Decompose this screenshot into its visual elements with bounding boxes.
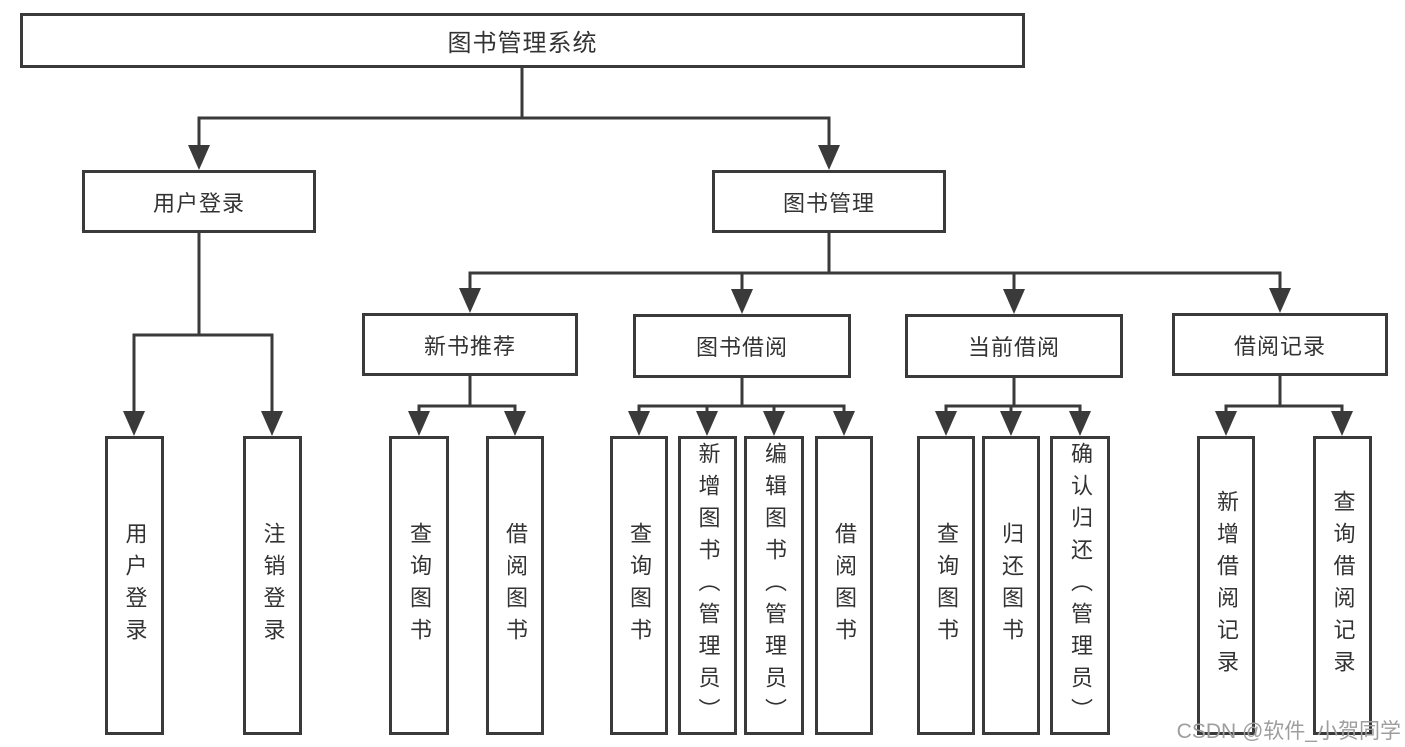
node-new-book-recommend: 新书推荐 <box>362 313 578 376</box>
leaf-label: 借阅图书 <box>503 521 528 650</box>
leaf-logout: 注销登录 <box>243 436 302 735</box>
leaf-label: 查询图书 <box>934 521 959 650</box>
leaf-newbook-borrow-book: 借阅图书 <box>486 436 544 735</box>
leaf-label: 借阅图书 <box>832 521 857 650</box>
node-book-management: 图书管理 <box>712 170 946 233</box>
leaf-label: 查询图书 <box>407 521 432 650</box>
leaf-label: 注销登录 <box>260 521 286 650</box>
leaf-borrow-borrow-book: 借阅图书 <box>815 436 873 735</box>
leaf-label: 新增图书（管理员） <box>695 441 721 730</box>
leaf-label: 归还图书 <box>999 521 1024 650</box>
leaf-newbook-query-book: 查询图书 <box>389 436 449 735</box>
leaf-borrow-add-book-admin: 新增图书（管理员） <box>678 436 737 735</box>
csdn-watermark: CSDN @软件_小贺同学 <box>1176 720 1401 743</box>
leaf-label: 用户登录 <box>122 521 148 650</box>
node-book-borrow: 图书借阅 <box>633 314 851 378</box>
leaf-label: 查询图书 <box>627 521 652 650</box>
leaf-borrow-edit-book-admin: 编辑图书（管理员） <box>744 436 804 735</box>
leaf-user-login: 用户登录 <box>105 436 164 735</box>
leaf-label: 查询借阅记录 <box>1330 489 1356 682</box>
leaf-record-query-borrow-record: 查询借阅记录 <box>1313 436 1372 735</box>
leaf-label: 确认归还（管理员） <box>1068 441 1093 730</box>
leaf-borrow-query-book: 查询图书 <box>610 436 668 735</box>
leaf-current-query-book: 查询图书 <box>917 436 975 735</box>
node-current-borrow: 当前借阅 <box>905 314 1123 378</box>
leaf-current-confirm-return-admin: 确认归还（管理员） <box>1050 436 1110 735</box>
leaf-current-return-book: 归还图书 <box>982 436 1040 735</box>
leaf-record-add-borrow-record: 新增借阅记录 <box>1197 436 1255 735</box>
node-borrow-record: 借阅记录 <box>1172 313 1388 376</box>
leaf-label: 编辑图书（管理员） <box>762 441 787 730</box>
node-library-management-system: 图书管理系统 <box>20 13 1025 68</box>
node-user-login: 用户登录 <box>82 170 316 233</box>
leaf-label: 新增借阅记录 <box>1214 489 1239 682</box>
